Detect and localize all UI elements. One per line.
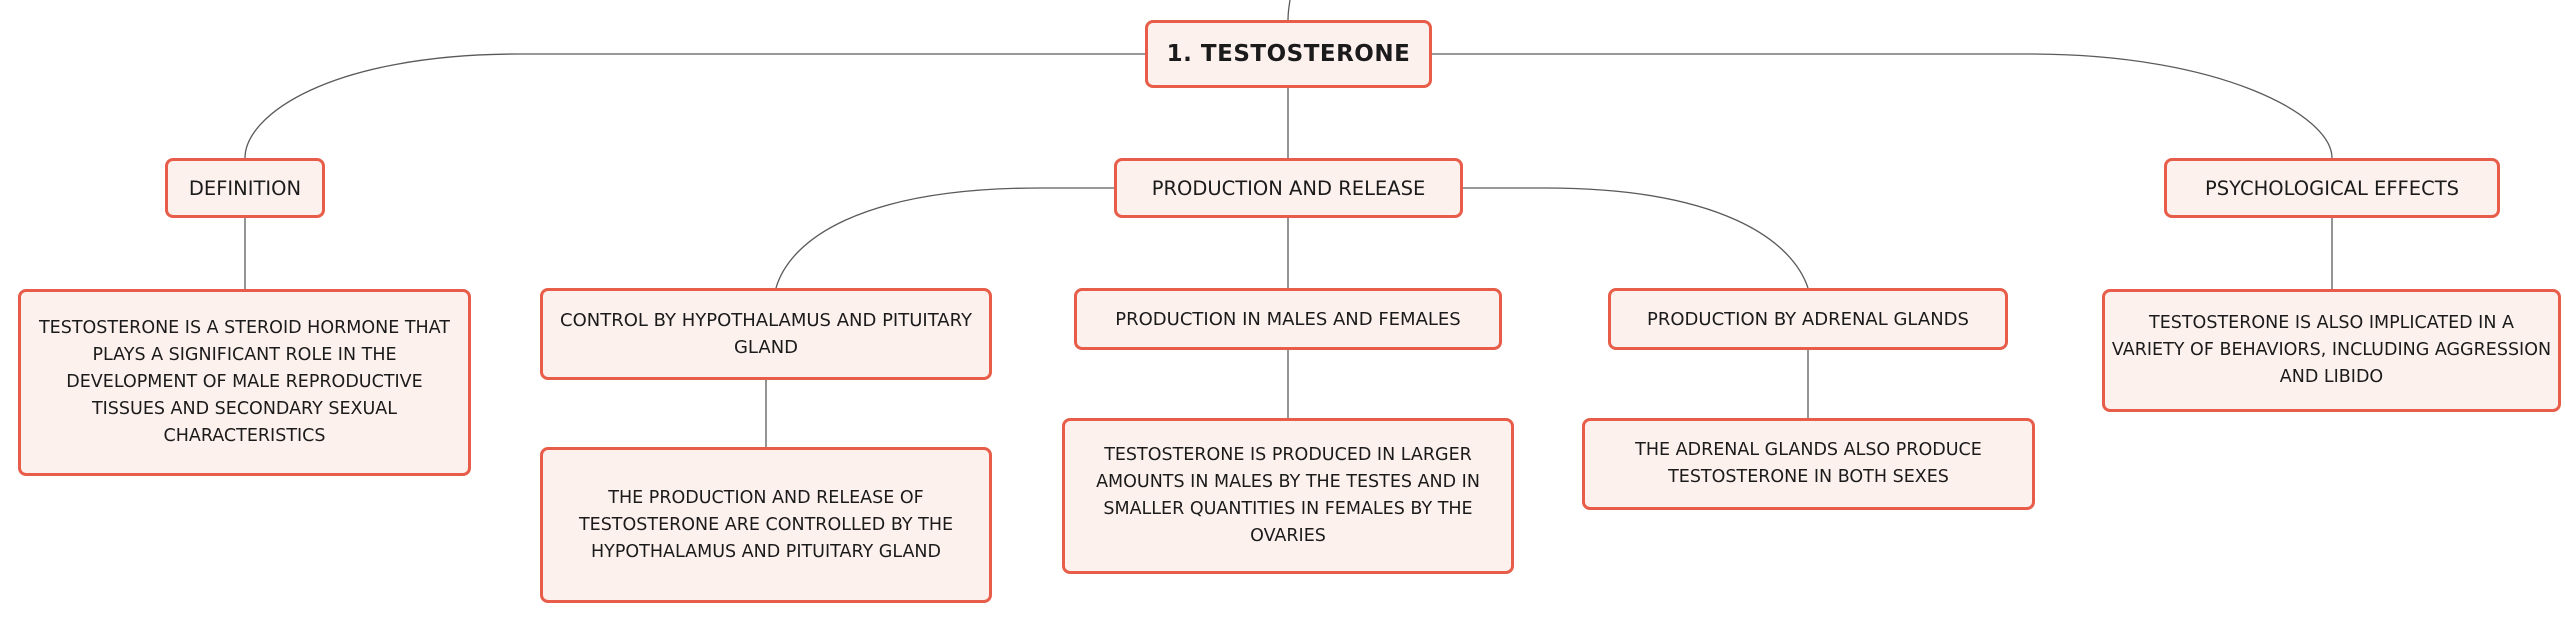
control-detail-text: THE PRODUCTION AND RELEASE OF TESTOSTERO… [578,487,954,562]
definition-detail-node[interactable]: TESTOSTERONE IS A STEROID HORMONE THAT P… [18,289,471,476]
connector-root-definition [244,53,1145,159]
adrenal-label: PRODUCTION BY ADRENAL GLANDS [1647,308,1969,330]
definition-detail-text: TESTOSTERONE IS A STEROID HORMONE THAT P… [38,318,450,446]
control-node[interactable]: CONTROL BY HYPOTHALAMUS AND PITUITARY GL… [540,288,992,380]
connector-root-parent [1287,0,1291,21]
psychological-label: PSYCHOLOGICAL EFFECTS [2205,176,2459,200]
root-label: 1. TESTOSTERONE [1166,41,1411,67]
connector-production-control [775,187,1114,289]
production-label: PRODUCTION AND RELEASE [1151,176,1426,200]
root-node[interactable]: 1. TESTOSTERONE [1145,20,1432,88]
sexes-detail-text: TESTOSTERONE IS PRODUCED IN LARGER AMOUN… [1096,445,1480,546]
adrenal-detail-text: THE ADRENAL GLANDS ALSO PRODUCE TESTOSTE… [1635,440,1982,487]
connector-production-adrenal [1463,187,1809,289]
sexes-label: PRODUCTION IN MALES AND FEMALES [1115,308,1461,330]
adrenal-node[interactable]: PRODUCTION BY ADRENAL GLANDS [1608,288,2008,350]
production-node[interactable]: PRODUCTION AND RELEASE [1114,158,1463,218]
psychological-detail-node[interactable]: TESTOSTERONE IS ALSO IMPLICATED IN A VAR… [2102,289,2561,412]
definition-label: DEFINITION [188,176,302,200]
psychological-node[interactable]: PSYCHOLOGICAL EFFECTS [2164,158,2500,218]
control-detail-node[interactable]: THE PRODUCTION AND RELEASE OF TESTOSTERO… [540,447,992,603]
psychological-detail-text: TESTOSTERONE IS ALSO IMPLICATED IN A VAR… [2111,313,2552,387]
sexes-detail-node[interactable]: TESTOSTERONE IS PRODUCED IN LARGER AMOUN… [1062,418,1514,574]
connector-root-psychological [1432,53,2333,159]
control-label: CONTROL BY HYPOTHALAMUS AND PITUITARY GL… [560,310,972,358]
definition-node[interactable]: DEFINITION [165,158,325,218]
adrenal-detail-node[interactable]: THE ADRENAL GLANDS ALSO PRODUCE TESTOSTE… [1582,418,2035,510]
sexes-node[interactable]: PRODUCTION IN MALES AND FEMALES [1074,288,1502,350]
